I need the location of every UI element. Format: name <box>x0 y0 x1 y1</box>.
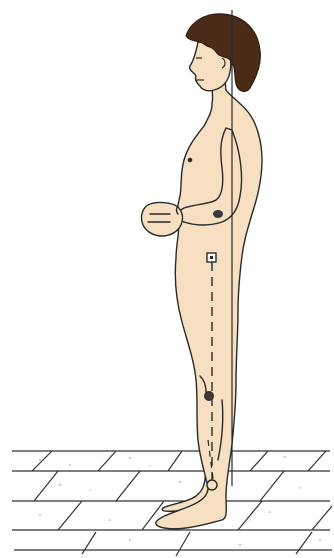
floor <box>12 451 332 556</box>
filled-dot-icon <box>205 392 214 401</box>
body-silhouette <box>156 72 262 529</box>
human-figure <box>141 42 262 529</box>
open-circle-icon <box>207 480 217 490</box>
elbow-marker <box>213 210 223 218</box>
